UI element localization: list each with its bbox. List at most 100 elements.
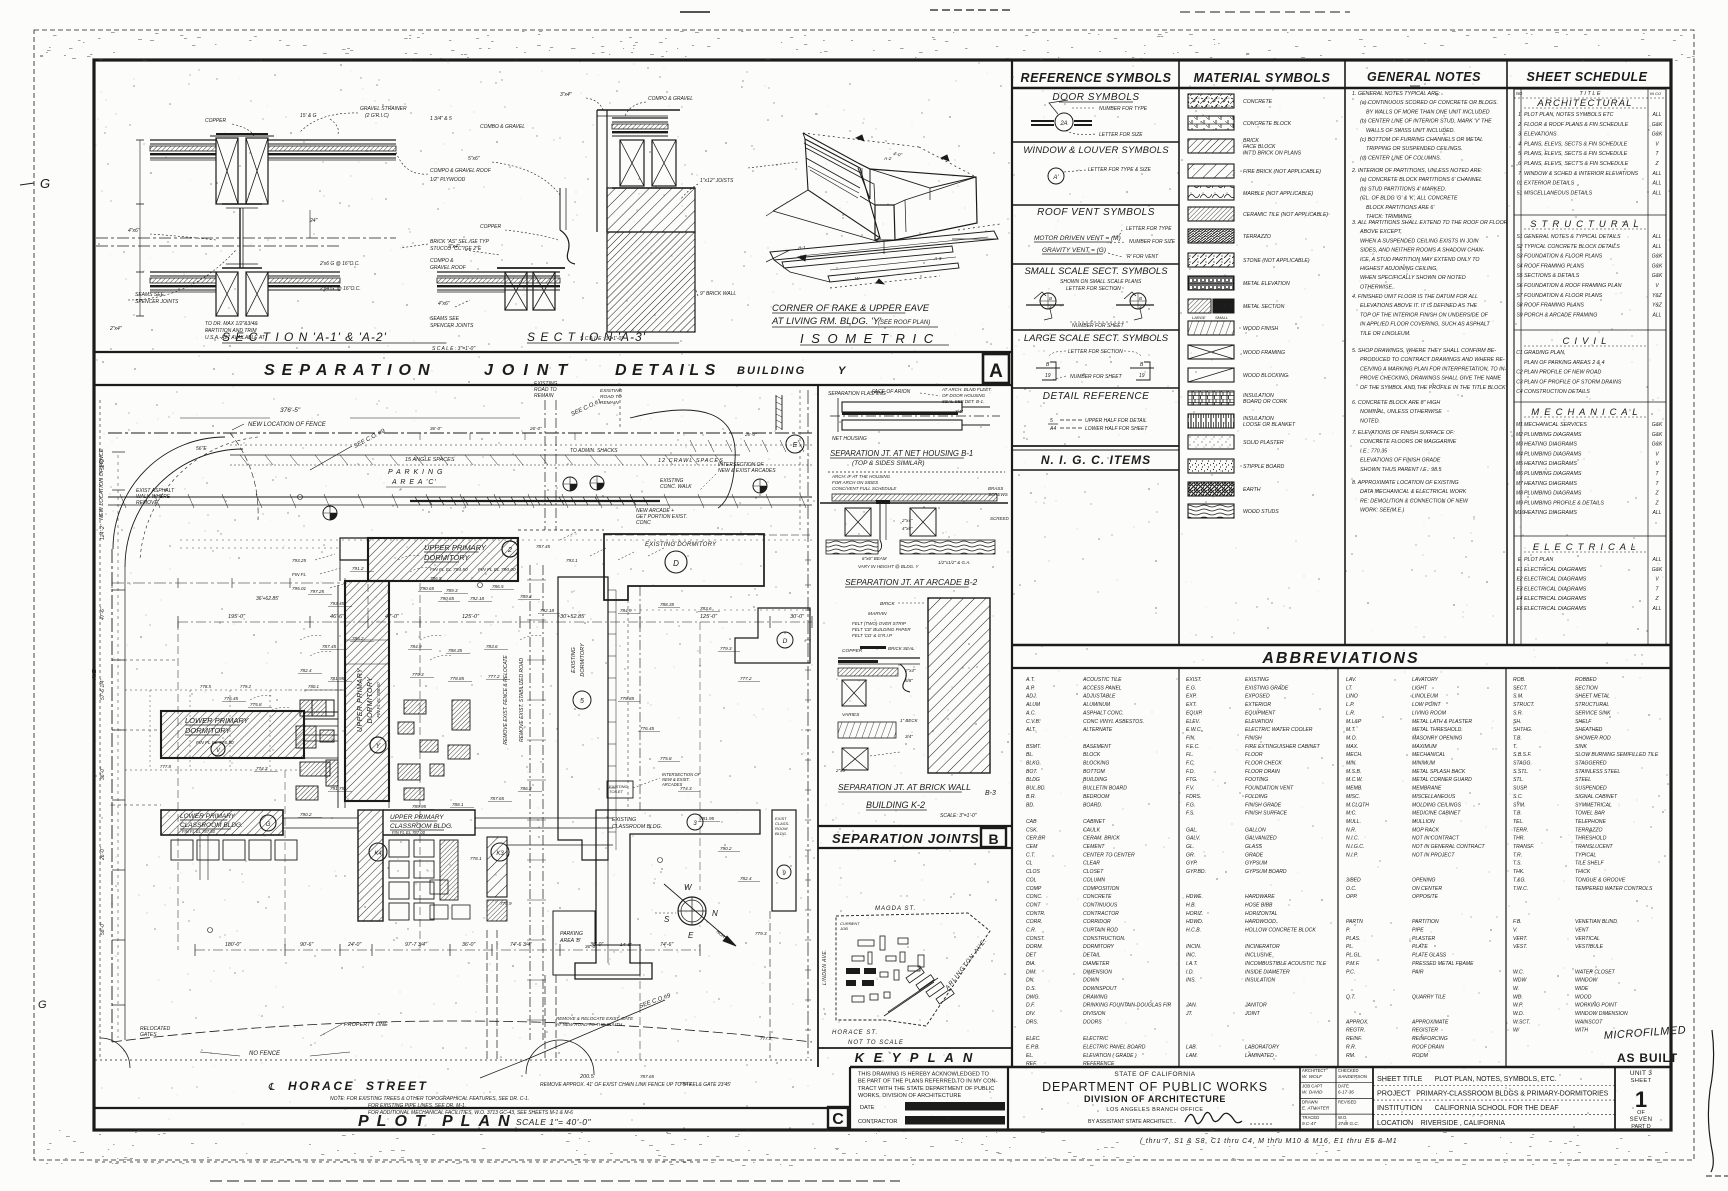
svg-text:ARCHITECT: ARCHITECT: [1302, 1068, 1326, 1073]
svg-text:GATES: GATES: [140, 1032, 157, 1038]
svg-text:REVISED: REVISED: [1338, 1099, 1356, 1104]
svg-text:E. ATWATER: E. ATWATER: [1302, 1105, 1330, 1110]
svg-text:COMPOSITION: COMPOSITION: [1083, 886, 1120, 892]
svg-text:19: 19: [1139, 373, 1145, 379]
svg-text:JT.: JT.: [1185, 1011, 1193, 1017]
svg-text:FLOOR & ROOF PLANS & FIN SCHED: FLOOR & ROOF PLANS & FIN SCHEDULE: [1524, 122, 1629, 128]
svg-text:ALTERNATE: ALTERNATE: [1082, 727, 1113, 733]
svg-text:WHEN A SUSPENDED CEILING EXIST: WHEN A SUSPENDED CEILING EXISTS IN JOIN: [1360, 238, 1479, 244]
svg-text:SECTIONS & DETAILS: SECTIONS & DETAILS: [1524, 273, 1580, 279]
svg-text:W.SCT.: W.SCT.: [1513, 1019, 1530, 1025]
svg-text:N. I. G. C. ITEMS: N. I. G. C. ITEMS: [1041, 453, 1151, 467]
svg-text:DIMENSION: DIMENSION: [1083, 969, 1112, 975]
svg-text:PLAN: PLAN: [442, 1113, 518, 1130]
svg-text:CLASSROOM BLDG.: CLASSROOM BLDG.: [390, 823, 453, 830]
svg-text:1. GENERAL NOTES TYPICAL ARE:: 1. GENERAL NOTES TYPICAL ARE:: [1352, 91, 1440, 97]
svg-text:SH.: SH.: [1513, 719, 1522, 725]
svg-text:8. APPROXIMATE LOCATION OF: 8. APPROXIMATE LOCATION OF EXISTING: [1352, 480, 1459, 486]
svg-text:M9: M9: [1516, 500, 1523, 506]
svg-text:HEATING DIAGRAMS: HEATING DIAGRAMS: [1524, 461, 1577, 467]
svg-text:LOW POINT: LOW POINT: [1412, 702, 1441, 708]
svg-text:NO FENCE: NO FENCE: [249, 1051, 281, 1057]
svg-text:PROPERTY LINE: PROPERTY LINE: [344, 1022, 388, 1028]
svg-text:GRAVEL STRAINER: GRAVEL STRAINER: [360, 106, 407, 112]
svg-text:WINDOW DIMENSION: WINDOW DIMENSION: [1575, 1011, 1628, 1017]
svg-text:90'-6": 90'-6": [300, 942, 314, 948]
svg-text:775.8: 775.8: [660, 756, 672, 761]
svg-text:T.W.C.: T.W.C.: [1513, 886, 1528, 892]
svg-text:N.I.G.C.: N.I.G.C.: [1346, 844, 1364, 850]
svg-text:ELECTRICAL DIAGRAMS: ELECTRICAL DIAGRAMS: [1524, 577, 1587, 583]
svg-text:EXP.: EXP.: [1186, 694, 1197, 700]
svg-text:V: V: [1655, 141, 1659, 147]
svg-text:SECT.: SECT.: [1513, 685, 1528, 691]
svg-text:CERAMIC TILE (NOT APPLICABLE): CERAMIC TILE (NOT APPLICABLE): [1243, 212, 1328, 218]
svg-text:FOOTING: FOOTING: [1245, 777, 1268, 783]
svg-text:4. FINISHED UNIT FLOOR IS THE: 4. FINISHED UNIT FLOOR IS THE DATUM FOR …: [1352, 294, 1478, 300]
svg-text:L.P.: L.P.: [1346, 702, 1354, 708]
svg-text:A4: A4: [1049, 426, 1056, 432]
svg-text:789.95: 789.95: [412, 804, 426, 809]
svg-text:PROJECT: PROJECT: [1377, 1089, 1411, 1098]
svg-text:ROOF VENT SYMBOLS: ROOF VENT SYMBOLS: [1037, 207, 1155, 218]
svg-text:F.S.: F.S.: [1186, 811, 1195, 817]
svg-text:BUILDING: BUILDING: [1083, 777, 1107, 783]
svg-text:2"x4": 2"x4": [109, 326, 122, 332]
svg-text:LARGE: LARGE: [1192, 315, 1206, 320]
svg-text:781.95: 781.95: [700, 816, 714, 821]
svg-text:EXPOSED: EXPOSED: [1245, 694, 1270, 700]
svg-text:2"x6": 2"x6": [835, 768, 847, 773]
svg-text:WINDOW: WINDOW: [1575, 978, 1599, 984]
svg-text:JOINT: JOINT: [484, 362, 576, 379]
svg-text:DATE: DATE: [860, 1105, 875, 1111]
svg-text:F.D.: F.D.: [1186, 769, 1195, 775]
svg-text:779.3: 779.3: [755, 931, 767, 936]
svg-text:26'-0": 26'-0": [529, 426, 542, 431]
svg-text:WALLS OF SWISS UNIT INCLUDED.: WALLS OF SWISS UNIT INCLUDED.: [1366, 128, 1455, 134]
svg-text:CONC/VENT FULL SCHEDULE: CONC/VENT FULL SCHEDULE: [832, 486, 897, 491]
svg-text:774.3: 774.3: [680, 786, 692, 791]
svg-text:( thru 7, S1 & S8, C1 thru C: ( thru 7, S1 & S8, C1 thru C4, M thru M1…: [1140, 1138, 1397, 1145]
svg-text:CLASS-: CLASS-: [775, 821, 790, 826]
svg-text:TRANSLUCENT: TRANSLUCENT: [1575, 844, 1614, 850]
svg-text:S T R U C T U R A L: S T R U C T U R A L: [1530, 219, 1640, 230]
svg-text:THR.: THR.: [1513, 836, 1525, 842]
svg-text:THK.: THK.: [1513, 869, 1525, 875]
svg-text:DOWN: DOWN: [1083, 978, 1099, 984]
svg-text:51: 51: [1517, 190, 1523, 196]
svg-text:NOT IN PROJECT: NOT IN PROJECT: [1412, 852, 1455, 858]
svg-text:CEM: CEM: [1026, 844, 1038, 850]
svg-text:BD.: BD.: [1026, 802, 1035, 808]
svg-text:MECHANICAL SERVICES: MECHANICAL SERVICES: [1524, 422, 1587, 428]
svg-text:PLUMBING DIAGRAMS: PLUMBING DIAGRAMS: [1524, 471, 1582, 477]
svg-text:CONTINUOUS: CONTINUOUS: [1083, 902, 1118, 908]
svg-text:786.5: 786.5: [430, 576, 442, 581]
svg-text:DRAWN: DRAWN: [1302, 1099, 1318, 1104]
svg-text:58'-0": 58'-0": [100, 922, 106, 935]
svg-text:NEW LOCATION OF FENCE: NEW LOCATION OF FENCE: [248, 422, 327, 428]
svg-text:FL.: FL.: [1186, 752, 1193, 758]
svg-text:HIGHEST ADJOINING CEILING,: HIGHEST ADJOINING CEILING,: [1360, 266, 1438, 272]
svg-text:4"x6": 4"x6": [438, 301, 450, 307]
svg-text:G&K: G&K: [1652, 422, 1663, 428]
svg-text:FIRE BRICK (NOT APPLICABLE): FIRE BRICK (NOT APPLICABLE): [1243, 169, 1321, 175]
svg-text:W/: W/: [1513, 1028, 1520, 1034]
svg-text:DEPARTMENT OF PUBLIC WORKS: DEPARTMENT OF PUBLIC WORKS: [1042, 1080, 1268, 1094]
svg-text:FELT 'CE' BUILDING PAPER: FELT 'CE' BUILDING PAPER: [852, 627, 911, 632]
svg-text:B: B: [1140, 362, 1144, 368]
svg-text:E.W.C.: E.W.C.: [1186, 727, 1202, 733]
svg-text:EXISTING: EXISTING: [534, 381, 557, 387]
svg-text:BRICK SEAL: BRICK SEAL: [888, 646, 915, 651]
svg-text:INSTITUTION: INSTITUTION: [1377, 1103, 1422, 1112]
svg-text:HOLLOW CONCRETE BLOCK: HOLLOW CONCRETE BLOCK: [1245, 928, 1316, 934]
svg-text:MISCELLANEOUS DETAILS: MISCELLANEOUS DETAILS: [1524, 190, 1593, 196]
svg-text:INTERSECTION OF: INTERSECTION OF: [718, 462, 765, 468]
svg-text:IN APPLIED FLOOR COVERING, SUC: IN APPLIED FLOOR COVERING, SUCH AS ASPHA…: [1360, 322, 1490, 328]
svg-text:S4: S4: [1516, 263, 1522, 269]
svg-text:1/2" PLYWOOD: 1/2" PLYWOOD: [430, 177, 466, 183]
svg-text:ALL: ALL: [1652, 171, 1662, 177]
svg-text:P.: P.: [1346, 928, 1350, 934]
svg-text:TO ADMIN. SHACKS: TO ADMIN. SHACKS: [570, 448, 618, 454]
svg-text:OPPOSITE: OPPOSITE: [1412, 894, 1439, 900]
svg-text:STL.: STL.: [1513, 777, 1524, 783]
